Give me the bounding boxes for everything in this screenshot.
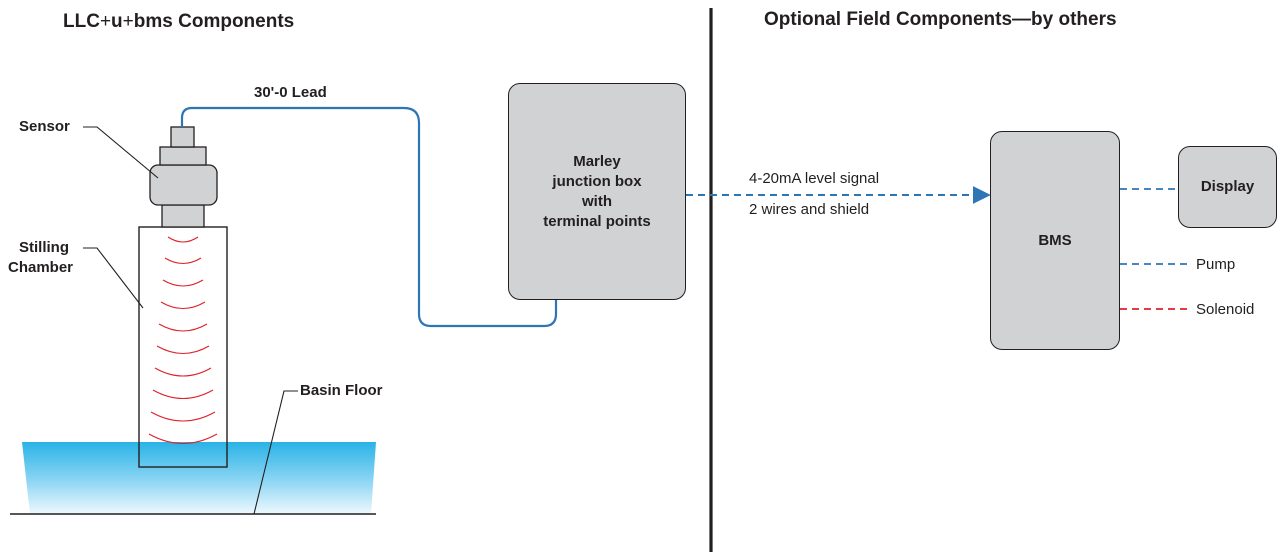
display-box: Display <box>1178 146 1277 228</box>
stilling-leader-line <box>83 247 144 309</box>
signal-label-line2: 2 wires and shield <box>749 201 870 218</box>
left-section-heading: LLC+u+bms Components <box>63 11 294 33</box>
heading-llc: LLC <box>63 11 100 32</box>
pump-label: Pump <box>1196 256 1236 273</box>
right-section-heading: Optional Field Components—by others <box>764 9 1117 30</box>
signal-label-line1: 4-20mA level signal <box>749 170 880 187</box>
junction-box-label-line4: terminal points <box>543 212 651 230</box>
junction-box-label-line2: junction box <box>552 172 642 190</box>
heading-u: u <box>111 11 123 32</box>
sensor-lead-wire <box>180 106 558 328</box>
solenoid-label: Solenoid <box>1196 301 1255 318</box>
basin-floor-leader-line <box>253 390 298 515</box>
sensor-leader-line <box>83 126 159 179</box>
bms-box: BMS <box>990 131 1120 350</box>
sensor-label: Sensor <box>19 118 70 135</box>
junction-box-label-line3: with <box>581 192 612 210</box>
junction-box-label-line1: Marley <box>573 152 621 170</box>
lead-label: 30'-0 Lead <box>254 84 327 101</box>
heading-bms-components: bms Components <box>133 11 295 32</box>
stilling-chamber-label-line2: Chamber <box>8 259 74 276</box>
junction-box: Marley junction box with terminal points <box>508 83 686 300</box>
heading-plus: + <box>122 11 134 32</box>
sensor <box>149 126 218 228</box>
stilling-chamber-label-line1: Stilling <box>19 239 69 256</box>
water-basin <box>22 442 376 514</box>
basin-floor-label: Basin Floor <box>300 382 383 399</box>
heading-plus: + <box>99 11 112 32</box>
sonar-echo-arcs <box>148 236 218 444</box>
